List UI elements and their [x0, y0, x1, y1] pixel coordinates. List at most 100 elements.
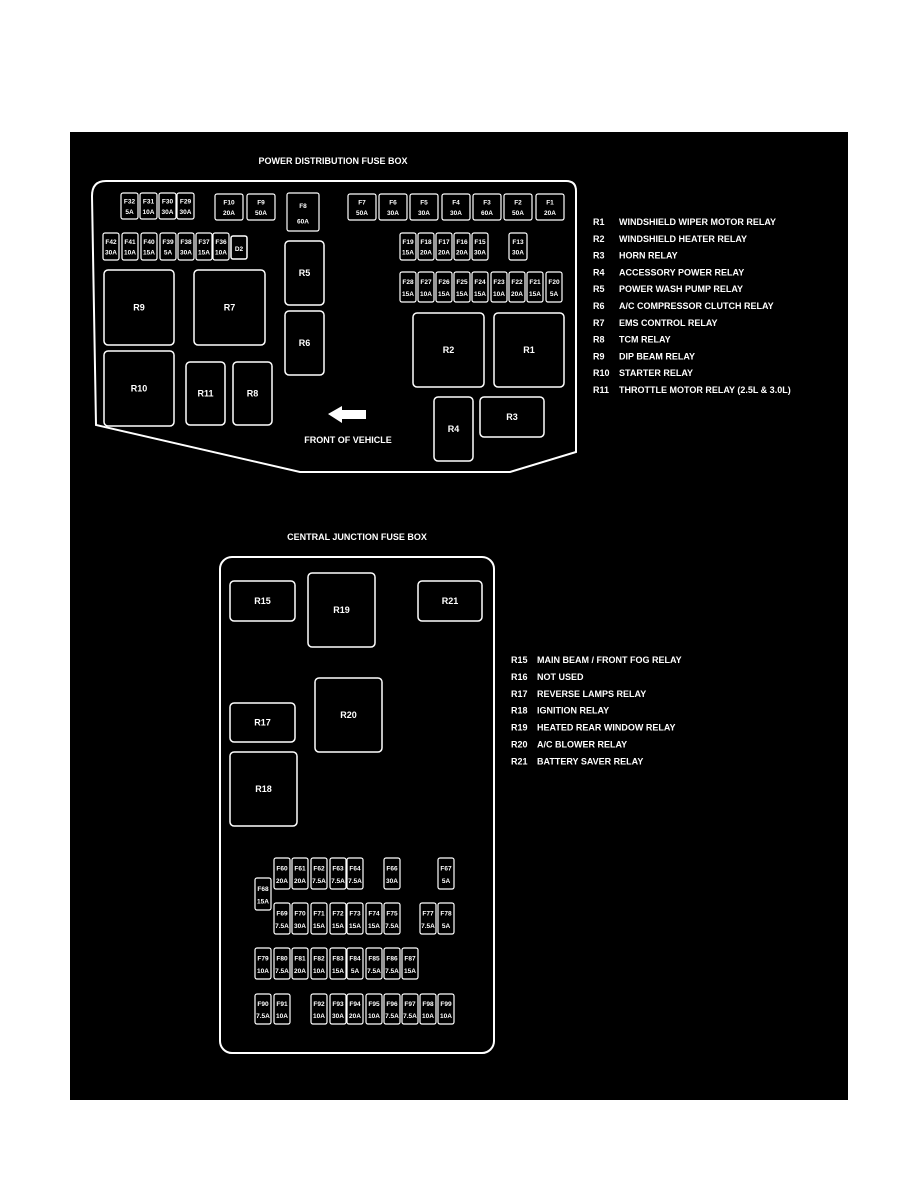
- fuse-outline: [310, 947, 328, 980]
- fuse-outline: [347, 193, 377, 221]
- front-of-vehicle-label: FRONT OF VEHICLE: [304, 435, 392, 445]
- fuse-id: F4: [452, 199, 460, 206]
- fuse-id: F38: [180, 239, 192, 246]
- fuse-id: F73: [349, 910, 361, 917]
- relay-r1: R1: [493, 312, 565, 388]
- fuse-rating: 15A: [404, 968, 416, 975]
- fuse-outline: [254, 993, 272, 1025]
- fuse-id: F78: [440, 910, 452, 917]
- legend-code: R9: [593, 351, 605, 361]
- relay-outline: [284, 240, 325, 306]
- fuse-outline: [176, 192, 195, 220]
- legend-desc: A/C BLOWER RELAY: [537, 740, 627, 750]
- legend-desc: REVERSE LAMPS RELAY: [537, 689, 646, 699]
- fuse-rating: 5A: [442, 923, 451, 930]
- legend-code: R1: [593, 217, 605, 227]
- fuse-rating: 7.5A: [421, 923, 435, 930]
- fuse-rating: 20A: [544, 210, 556, 217]
- fuse-outline: [102, 232, 120, 261]
- fuse-rating: 10A: [493, 291, 505, 298]
- fuse-outline: [471, 232, 489, 261]
- relay-outline: [229, 751, 298, 827]
- pdb-title: POWER DISTRIBUTION FUSE BOX: [258, 156, 407, 166]
- fuse-rating: 50A: [512, 210, 524, 217]
- fuse-rating: 5A: [351, 968, 360, 975]
- fuse-rating: 15A: [438, 291, 450, 298]
- legend-desc: THROTTLE MOTOR RELAY (2.5L & 3.0L): [619, 385, 791, 395]
- fuse-id: F13: [512, 239, 524, 246]
- fuse-id: F77: [422, 910, 434, 917]
- fuse-outline: [310, 857, 328, 890]
- cjb-title: CENTRAL JUNCTION FUSE BOX: [287, 532, 427, 542]
- fuse-outline: [437, 993, 455, 1025]
- fuse-rating: 7.5A: [403, 1013, 417, 1020]
- fuse-id: F21: [529, 279, 541, 286]
- fuse-rating: 30A: [512, 250, 524, 257]
- fuse-id: F97: [404, 1001, 416, 1008]
- fuse-id: F87: [404, 955, 416, 962]
- legend-code: R11: [593, 385, 609, 395]
- fuse-outline: [254, 947, 272, 980]
- legend-desc: ACCESSORY POWER RELAY: [619, 267, 744, 277]
- fuse-outline: [159, 232, 177, 261]
- fuse-rating: 7.5A: [348, 878, 362, 885]
- fuse-outline: [409, 193, 439, 221]
- fuse-id: F60: [276, 865, 288, 872]
- legend-desc: WINDSHIELD WIPER MOTOR RELAY: [619, 217, 776, 227]
- fuse-rating: 7.5A: [331, 878, 345, 885]
- fuse-outline: [365, 947, 383, 980]
- fuse-id: F18: [420, 239, 432, 246]
- fuse-outline: [453, 232, 471, 261]
- fuse-outline: [346, 947, 364, 980]
- fuse-rating: 30A: [386, 878, 398, 885]
- fuse-outline: [435, 271, 453, 303]
- relay-label: R11: [197, 389, 213, 399]
- fuse-rating: 7.5A: [385, 923, 399, 930]
- legend-code: R8: [593, 335, 605, 345]
- fuse-rating: 5A: [550, 291, 559, 298]
- fuse-rating: 15A: [198, 250, 210, 257]
- fuse-rating: 20A: [294, 878, 306, 885]
- fuse-id: F20: [548, 279, 560, 286]
- relay-outline: [185, 361, 226, 426]
- fuse-id: F79: [257, 955, 269, 962]
- fuse-outline: [177, 232, 195, 261]
- relay-r3: R3: [479, 396, 545, 438]
- fuse-rating: 7.5A: [385, 1013, 399, 1020]
- fuse-outline: [417, 271, 435, 303]
- legend-desc: DIP BEAM RELAY: [619, 351, 695, 361]
- fuse-outline: [472, 193, 502, 221]
- fuse-outline: [246, 193, 276, 221]
- fuse-rating: 20A: [223, 210, 235, 217]
- fuse-rating: 15A: [143, 250, 155, 257]
- fuse-id: F86: [386, 955, 398, 962]
- fuse-id: F92: [313, 1001, 325, 1008]
- relay-label: R20: [340, 710, 357, 720]
- fuse-f97: F97 7.5A: [401, 993, 419, 1025]
- fuse-rating: 10A: [368, 1013, 380, 1020]
- relay-r7: R7: [193, 269, 266, 346]
- relay-label: R10: [131, 384, 148, 394]
